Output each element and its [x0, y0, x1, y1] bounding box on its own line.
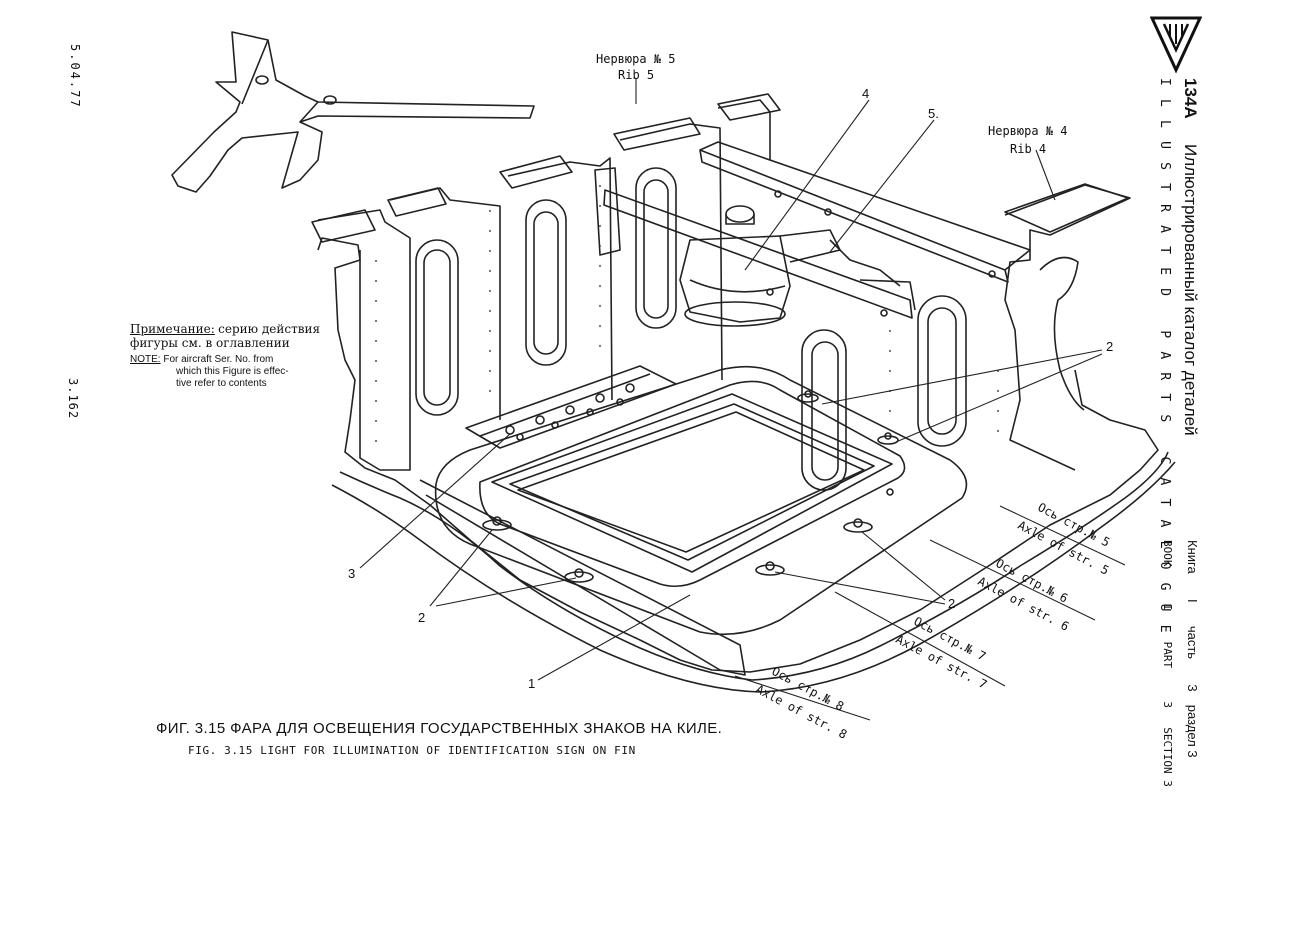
note-en-line2: which this Figure is effec-: [176, 366, 289, 377]
part-number: 3: [1185, 684, 1200, 692]
section-label-en: SECTION: [1161, 727, 1174, 774]
callout-2-bottom: 2: [948, 596, 956, 611]
note-en-label: NOTE:: [130, 354, 161, 365]
section-number: 3: [1185, 750, 1200, 758]
rib4-label-ru: Нервюра № 4: [988, 124, 1068, 138]
fin-skin-panel: [317, 237, 1176, 693]
callout-2-left: 2: [418, 610, 426, 625]
callout-2-right: 2: [1106, 339, 1114, 354]
part-number-en: 3: [1161, 701, 1174, 708]
section-number-en: 3: [1161, 780, 1174, 787]
callout-1: 1: [528, 676, 536, 691]
rivet-rows: [375, 185, 999, 442]
rib5-label-en: Rib 5: [618, 68, 655, 82]
note-en-line3: tive refer to contents: [176, 378, 267, 389]
part-label-en: PART: [1161, 641, 1174, 669]
header-title-ru: Иллюстрированный каталог деталей: [1181, 144, 1200, 436]
header-logo-block: [1149, 14, 1203, 79]
callout-3: 3: [348, 566, 356, 581]
callout-4: 4: [862, 86, 870, 101]
note-en: NOTE: For aircraft Ser. No. from which t…: [130, 354, 289, 390]
lightening-holes: [415, 167, 967, 491]
callout-5: 5.: [928, 106, 939, 121]
book-label-ru: Книга: [1185, 540, 1200, 574]
rib-webs: [311, 93, 1131, 471]
stringer-flange: [419, 479, 746, 676]
leader-lines: [359, 78, 1126, 721]
light-unit: [679, 205, 901, 327]
note-ru-line1: серию действия: [218, 322, 321, 336]
note-en-line1: For aircraft Ser. No. from: [163, 354, 274, 365]
book-label-en: BOOK: [1161, 540, 1174, 567]
light-cover-frame: [434, 365, 968, 636]
rib5-label-ru: Нервюра № 5: [596, 52, 676, 66]
tupolev-logo-icon: [1149, 16, 1203, 74]
note-ru-line2: фигуры см. в оглавлении: [130, 336, 290, 350]
header-model: 134A: [1181, 78, 1200, 119]
part-label-ru: часть: [1185, 625, 1200, 660]
book-number-en: I: [1161, 603, 1174, 611]
book-number: I: [1185, 598, 1200, 603]
book-ru-line: Книга I часть 3 раздел 3: [1185, 540, 1200, 758]
date-stamp: 5.04.77: [68, 44, 82, 109]
figure-caption-en: FIG. 3.15 LIGHT FOR ILLUMINATION OF IDEN…: [188, 744, 636, 757]
rib4-label-en: Rib 4: [1010, 142, 1047, 156]
tail-locator-sketch: [171, 31, 535, 193]
figure-caption-ru: ФИГ. 3.15 ФАРА ДЛЯ ОСВЕЩЕНИЯ ГОСУДАРСТВЕ…: [156, 720, 723, 737]
note-ru-label: Примечание:: [130, 322, 215, 336]
page-number: 3.162: [66, 378, 80, 420]
note-ru: Примечание: серию действия фигуры см. в …: [130, 322, 320, 350]
section-label-ru: раздел: [1185, 704, 1200, 747]
book-en-line: BOOK I PART 3 SECTION 3: [1161, 540, 1174, 787]
